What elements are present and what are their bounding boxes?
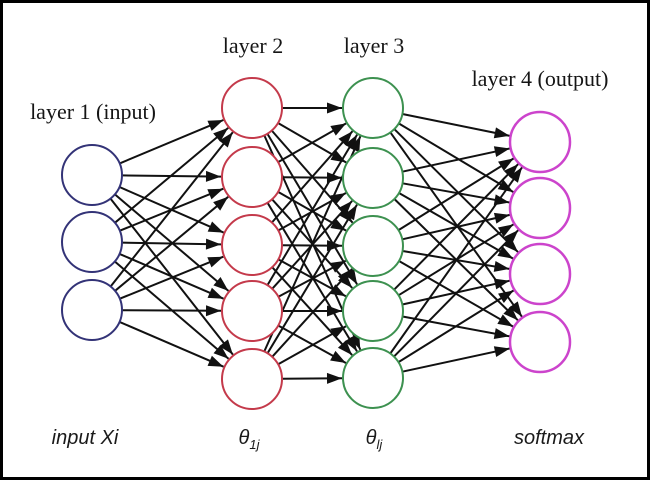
edges-group [109, 102, 523, 384]
edge-layer-1-input-to-layer-2 [121, 305, 222, 317]
layer-3-node-4 [342, 280, 404, 342]
edge-layer-2-to-layer-3 [271, 268, 353, 358]
edge-layer-3-to-layer-4-output [393, 163, 519, 291]
theta-1j-subscript: 1j [249, 437, 260, 452]
layer-4-output-node-3 [508, 242, 572, 306]
edge-layer-2-to-layer-3 [266, 134, 358, 286]
layer-1-input-node-1 [61, 144, 123, 206]
nodes-group [61, 77, 572, 410]
layer-2-node-2 [221, 146, 283, 208]
layer-1-title: layer 1 (input) [30, 99, 156, 124]
theta-symbol: θ [239, 427, 250, 449]
layer-3-node-2 [342, 147, 404, 209]
layer-3-node-1 [342, 77, 404, 139]
theta-1j-label: θ1j [239, 427, 261, 452]
edge-layer-1-input-to-layer-2 [114, 196, 229, 292]
edge-layer-1-input-to-layer-2 [119, 252, 224, 300]
edge-layer-3-to-layer-4-output [402, 182, 510, 206]
layer-3-node-3 [342, 215, 404, 277]
theta-lj-subscript: lj [377, 437, 384, 452]
softmax-text: softmax [514, 427, 585, 449]
layer-2-title: layer 2 [223, 33, 283, 58]
layer-4-title: layer 4 (output) [472, 66, 609, 91]
layer-4-output-node-4 [508, 310, 572, 374]
input-xi-text: input Xi [52, 427, 119, 449]
edge-layer-1-input-to-layer-2 [119, 320, 224, 368]
input-xi-label: input Xi [52, 427, 119, 449]
edge-layer-1-input-to-layer-2 [114, 127, 229, 224]
layer-4-output-node-1 [508, 110, 572, 174]
edge-layer-1-input-to-layer-2 [109, 131, 234, 288]
layer-1-input-node-3 [61, 279, 123, 341]
edge-layer-3-to-layer-4-output [389, 166, 523, 355]
layer-1-input-node-2 [61, 211, 123, 273]
layer-2-node-3 [221, 214, 283, 276]
layer-2-node-5 [221, 348, 283, 410]
edge-layer-3-to-layer-4-output [397, 289, 515, 363]
layer-2-node-4 [221, 280, 283, 342]
edge-layer-3-to-layer-4-output [397, 157, 515, 231]
layer-3-node-5 [342, 347, 404, 409]
edge-layer-3-to-layer-4-output [398, 122, 514, 193]
edge-layer-3-to-layer-4-output [393, 229, 520, 358]
edge-layer-2-to-layer-3 [277, 325, 347, 366]
layer-titles-group: layer 1 (input) layer 2 layer 3 layer 4 … [30, 33, 608, 124]
edge-layer-3-to-layer-4-output [393, 128, 519, 253]
edge-layer-1-input-to-layer-2 [119, 119, 224, 165]
softmax-label: softmax [514, 427, 585, 449]
bottom-labels-group: input Xi θ1j θlj softmax [52, 427, 585, 452]
edge-layer-2-to-layer-3 [266, 204, 358, 354]
theta-lj-label: θlj [366, 427, 384, 452]
edge-layer-3-to-layer-4-output [402, 113, 510, 139]
layer-2-node-1 [221, 77, 283, 139]
network-svg: layer 1 (input) layer 2 layer 3 layer 4 … [30, 33, 608, 452]
layer-4-output-node-2 [508, 176, 572, 240]
edge-layer-3-to-layer-4-output [402, 146, 510, 173]
edge-layer-2-to-layer-3 [281, 372, 343, 384]
edge-layer-3-to-layer-4-output [402, 346, 510, 373]
edge-layer-2-to-layer-3 [277, 122, 347, 163]
layer-3-title: layer 3 [344, 33, 404, 58]
edge-layer-2-to-layer-3 [271, 130, 354, 224]
edge-layer-1-input-to-layer-2 [119, 255, 224, 300]
theta-symbol: θ [366, 427, 377, 449]
